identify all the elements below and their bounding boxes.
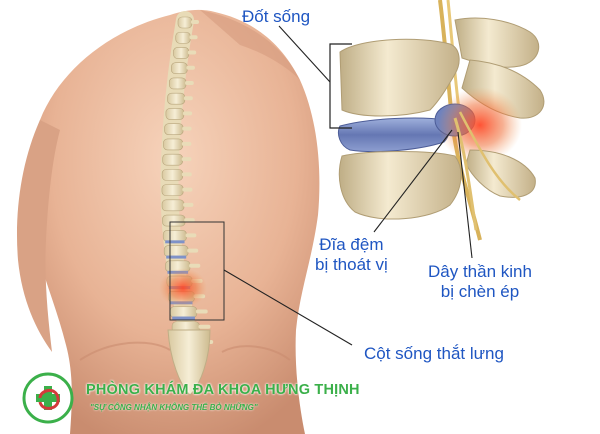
vertebra-segment	[161, 199, 185, 212]
transverse-process	[182, 187, 193, 192]
vertebra-segment	[163, 245, 189, 257]
vertebra-segment	[171, 62, 188, 75]
lumbar-spine-label-text: Cột sống thắt lưng	[364, 344, 504, 363]
transverse-process	[184, 218, 195, 223]
vertebra-bracket	[329, 43, 352, 129]
vertebra-detail	[337, 0, 545, 241]
herniated-disc-label: Đĩa đệm bị thoát vị	[315, 235, 388, 275]
herniated-disc-label-line2: bị thoát vị	[315, 255, 388, 274]
compressed-nerve-label: Dây thần kinh bị chèn ép	[428, 262, 532, 302]
spinal-disc	[165, 240, 185, 244]
transverse-process	[185, 80, 194, 85]
transverse-process	[181, 157, 192, 162]
leader-lines	[223, 25, 473, 346]
vertebra-segment	[169, 306, 198, 318]
vertebra-label: Đốt sống	[242, 7, 310, 27]
vertebra-segment	[163, 138, 184, 151]
lumbar-spine-label: Cột sống thắt lưng	[364, 344, 504, 364]
lumbar-highlight-box	[169, 221, 225, 321]
transverse-process	[183, 96, 193, 101]
vertebra-segment	[161, 184, 184, 196]
spinal-disc	[172, 316, 195, 320]
transverse-process	[198, 324, 211, 329]
vertebra-segment	[173, 47, 190, 59]
vertebra-segment	[164, 123, 184, 135]
transverse-process	[186, 65, 195, 70]
vertebra-segment	[167, 92, 186, 105]
clinic-slogan: "SỰ CÔNG NHẬN KHÔNG THỂ BỎ NHỮNG"	[90, 403, 258, 412]
transverse-process	[187, 50, 197, 55]
transverse-process	[189, 263, 201, 268]
transverse-process	[182, 111, 193, 116]
transverse-process	[187, 248, 199, 253]
compressed-nerve-label-line2: bị chèn ép	[440, 282, 520, 301]
transverse-process	[189, 35, 198, 40]
vertebra-segment	[169, 77, 187, 90]
transverse-process	[191, 20, 199, 24]
vertebra-segment	[165, 108, 185, 120]
clinic-logo-mark	[22, 372, 74, 424]
inflammation-glow	[159, 268, 207, 308]
transverse-process	[185, 233, 197, 238]
vertebra-segment	[162, 230, 187, 242]
spinal-disc	[166, 255, 187, 259]
transverse-process	[182, 126, 192, 131]
vertebra-segment	[177, 16, 193, 29]
transverse-process	[183, 202, 194, 207]
vertebra-segment	[161, 169, 184, 181]
transverse-process	[181, 141, 192, 146]
clinic-name: PHÒNG KHÁM ĐA KHOA HƯNG THỊNH	[86, 382, 360, 398]
vertebra-segment	[162, 153, 183, 166]
vertebra-segment	[162, 214, 186, 227]
transverse-process	[195, 309, 208, 314]
vertebra-segment	[175, 31, 191, 44]
vertebra-label-text: Đốt sống	[242, 7, 311, 26]
spine-column	[159, 11, 214, 396]
compressed-nerve-label-line1: Dây thần kinh	[428, 262, 532, 281]
transverse-process	[181, 172, 192, 177]
herniated-disc-label-line1: Đĩa đệm	[319, 235, 384, 254]
